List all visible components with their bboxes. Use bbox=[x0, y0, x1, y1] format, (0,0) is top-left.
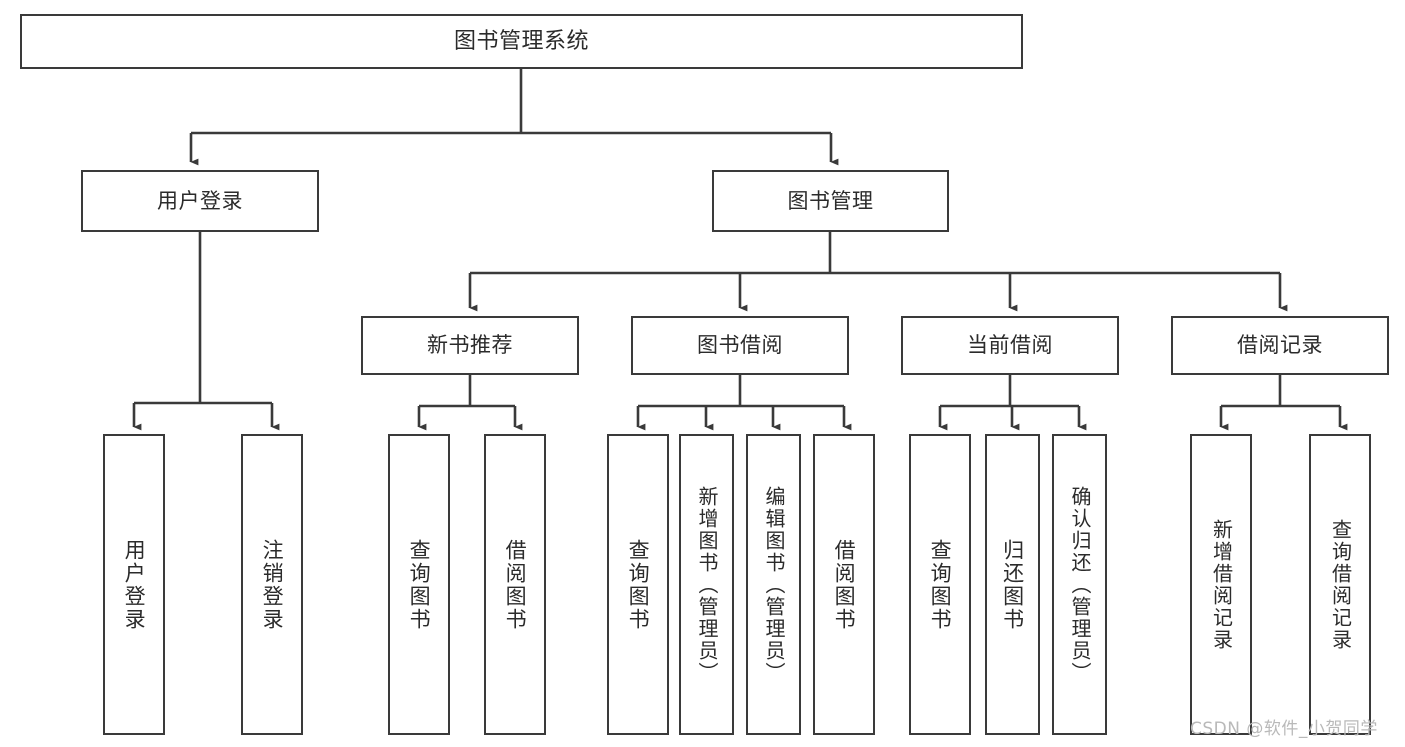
node-leaf-query-book-3-label: 查询图书 bbox=[928, 538, 953, 631]
node-leaf-return-book[interactable]: 归还图书 bbox=[985, 434, 1040, 735]
node-current-borrow-label: 当前借阅 bbox=[967, 333, 1053, 358]
node-leaf-query-book-1-label: 查询图书 bbox=[407, 538, 432, 631]
csdn-watermark: CSDN @软件_小贺同学 bbox=[1190, 719, 1378, 739]
node-leaf-borrow-book-1-label: 借阅图书 bbox=[503, 538, 528, 631]
node-leaf-user-login-label: 用户登录 bbox=[122, 538, 147, 631]
node-leaf-edit-book[interactable]: 编辑图书（管理员） bbox=[746, 434, 801, 735]
node-leaf-query-book-2[interactable]: 查询图书 bbox=[607, 434, 669, 735]
node-leaf-query-record-label: 查询借阅记录 bbox=[1328, 518, 1353, 651]
node-leaf-add-book[interactable]: 新增图书（管理员） bbox=[679, 434, 734, 735]
node-leaf-add-record-label: 新增借阅记录 bbox=[1209, 518, 1234, 651]
node-leaf-confirm-return-label: 确认归还（管理员） bbox=[1068, 485, 1092, 684]
node-leaf-query-book-2-label: 查询图书 bbox=[626, 538, 651, 631]
node-leaf-confirm-return[interactable]: 确认归还（管理员） bbox=[1052, 434, 1107, 735]
node-borrow-record[interactable]: 借阅记录 bbox=[1171, 316, 1389, 375]
node-user-login-label: 用户登录 bbox=[157, 188, 243, 213]
node-leaf-borrow-book-1[interactable]: 借阅图书 bbox=[484, 434, 546, 735]
node-leaf-add-record[interactable]: 新增借阅记录 bbox=[1190, 434, 1252, 735]
node-leaf-borrow-book-2[interactable]: 借阅图书 bbox=[813, 434, 875, 735]
node-leaf-add-book-label: 新增图书（管理员） bbox=[695, 485, 719, 684]
node-leaf-edit-book-label: 编辑图书（管理员） bbox=[762, 485, 786, 684]
node-user-login[interactable]: 用户登录 bbox=[81, 170, 319, 232]
node-root-label: 图书管理系统 bbox=[453, 28, 589, 54]
node-leaf-user-login[interactable]: 用户登录 bbox=[103, 434, 165, 735]
node-leaf-query-book-3[interactable]: 查询图书 bbox=[909, 434, 971, 735]
node-leaf-query-record[interactable]: 查询借阅记录 bbox=[1309, 434, 1371, 735]
node-new-book-rec-label: 新书推荐 bbox=[427, 333, 513, 358]
node-leaf-user-logout[interactable]: 注销登录 bbox=[241, 434, 303, 735]
node-book-borrow-label: 图书借阅 bbox=[697, 333, 783, 358]
node-book-manage-label: 图书管理 bbox=[787, 188, 874, 213]
node-leaf-query-book-1[interactable]: 查询图书 bbox=[388, 434, 450, 735]
node-borrow-record-label: 借阅记录 bbox=[1237, 333, 1323, 358]
node-book-borrow[interactable]: 图书借阅 bbox=[631, 316, 849, 375]
node-current-borrow[interactable]: 当前借阅 bbox=[901, 316, 1119, 375]
node-root[interactable]: 图书管理系统 bbox=[20, 14, 1023, 69]
node-book-manage[interactable]: 图书管理 bbox=[712, 170, 949, 232]
node-leaf-return-book-label: 归还图书 bbox=[1000, 538, 1025, 631]
node-new-book-rec[interactable]: 新书推荐 bbox=[361, 316, 579, 375]
node-leaf-user-logout-label: 注销登录 bbox=[260, 538, 285, 631]
node-leaf-borrow-book-2-label: 借阅图书 bbox=[832, 538, 857, 631]
